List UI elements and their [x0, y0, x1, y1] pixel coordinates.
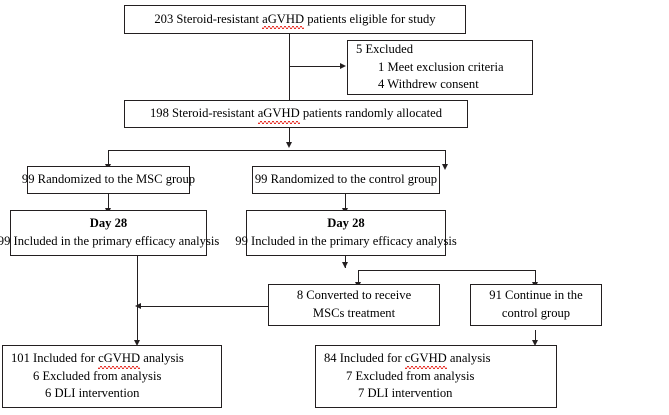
node-converted-line-1: 8 Converted to receive	[296, 288, 412, 303]
node-continued-line-2: control group	[501, 306, 571, 320]
arrowhead-to-control-group	[441, 164, 448, 170]
node-excluded: 5 Excluded 1 Meet exclusion criteria 4 W…	[347, 40, 533, 95]
connector-post-day28-split	[358, 270, 536, 272]
node-converted-line-2: MSCs treatment	[312, 306, 396, 320]
node-continued-line-1: 91 Continue in the	[489, 288, 583, 303]
connector-eligible-to-allocated	[289, 34, 291, 103]
node-control-outcome: 84 Included for cGVHD analysis 7 Exclude…	[315, 345, 557, 408]
arrowhead-control-day28-down	[341, 262, 348, 268]
node-msc-outcome: 101 Included for cGVHD analysis 6 Exclud…	[2, 345, 222, 408]
node-msc-outcome-line-2: 6 Excluded from analysis	[33, 368, 162, 383]
node-msc-group-line-1: 99 Randomized to the MSC group	[21, 172, 196, 187]
node-excluded-line-2: 1 Meet exclusion criteria	[378, 59, 504, 74]
node-msc-outcome-line-1: 101 Included for cGVHD analysis	[11, 350, 184, 369]
node-eligible: 203 Steroid-resistant aGVHD patients eli…	[124, 5, 466, 34]
arrowhead-to-excluded	[340, 63, 346, 69]
node-msc-group: 99 Randomized to the MSC group	[22, 166, 195, 194]
arrowhead-control-outcome	[531, 340, 538, 346]
connector-split-to-converted	[358, 270, 360, 284]
node-allocated: 198 Steroid-resistant aGVHD patients ran…	[124, 100, 468, 128]
spellcheck-term-cgvhd: cGVHD	[98, 350, 140, 369]
node-msc-day28: Day 28 99 Included in the primary effica…	[0, 210, 219, 256]
node-msc-day28-line-2: 99 Included in the primary efficacy anal…	[0, 234, 220, 248]
node-control-day28: Day 28 99 Included in the primary effica…	[235, 210, 457, 256]
node-msc-outcome-line-3: 6 DLI intervention	[45, 386, 140, 401]
node-control-group: 99 Randomized to the control group	[252, 166, 440, 194]
arrowhead-converted-to-msc-trunk	[135, 302, 141, 309]
node-control-outcome-line-1: 84 Included for cGVHD analysis	[324, 350, 491, 369]
connector-converted-to-msc-trunk	[140, 306, 268, 308]
node-control-day28-line-2: 99 Included in the primary efficacy anal…	[235, 234, 457, 248]
connector-eligible-to-excluded	[289, 66, 340, 68]
connector-split-to-continued	[535, 270, 537, 284]
node-control-outcome-line-2: 7 Excluded from analysis	[346, 368, 475, 383]
node-continued: 91 Continue in the control group	[470, 284, 602, 326]
node-excluded-line-1: 5 Excluded	[356, 41, 414, 56]
node-converted: 8 Converted to receive MSCs treatment	[268, 284, 440, 326]
node-excluded-line-3: 4 Withdrew consent	[378, 77, 479, 92]
connector-split-to-control	[445, 150, 447, 166]
connector-msc-group-to-day28	[108, 194, 110, 210]
node-control-group-line-1: 99 Randomized to the control group	[254, 172, 438, 187]
connector-split-to-msc	[108, 150, 110, 166]
arrowhead-allocated-down	[285, 142, 292, 148]
node-control-outcome-line-3: 7 DLI intervention	[358, 386, 453, 401]
connector-allocated-down	[289, 128, 291, 143]
node-msc-day28-heading: Day 28	[89, 216, 128, 231]
arrowhead-msc-outcome	[133, 340, 140, 346]
spellcheck-term-agvhd: aGVHD	[262, 11, 304, 30]
spellcheck-term-agvhd: aGVHD	[257, 105, 300, 124]
spellcheck-term-cgvhd: cGVHD	[404, 350, 447, 369]
node-allocated-line-1: 198 Steroid-resistant aGVHD patients ran…	[150, 105, 442, 124]
connector-continued-to-outcome	[535, 330, 537, 344]
node-eligible-line-1: 203 Steroid-resistant aGVHD patients eli…	[154, 11, 436, 30]
connector-allocation-split	[108, 150, 446, 152]
connector-msc-trunk	[137, 256, 139, 344]
connector-control-group-to-day28	[345, 194, 347, 210]
node-control-day28-heading: Day 28	[327, 216, 365, 231]
